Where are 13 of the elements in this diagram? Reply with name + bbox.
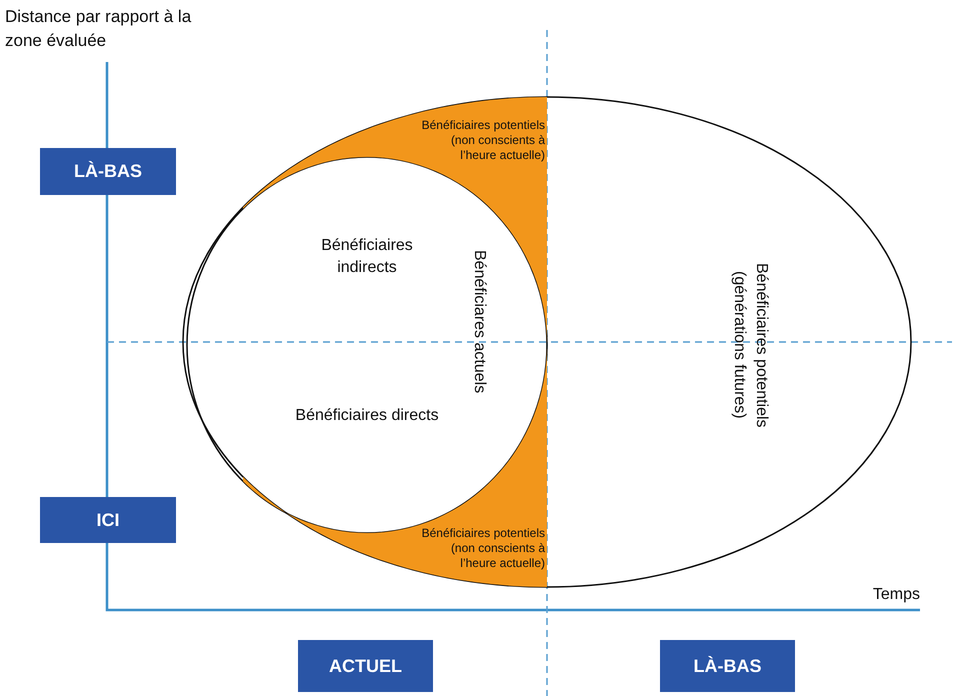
ellipse-region [182,96,912,588]
level-box: LÀ-BAS [40,148,176,195]
region-label: Bénéficiaires potentiels (non conscients à l’heure actuelle) [420,118,545,163]
region-label: Bénéficiaires potentiels (non conscients à l’heure actuelle) [420,526,545,571]
period-box: LÀ-BAS [660,640,795,692]
region-label: Bénéficiaires indirects [320,236,414,278]
axis-label: Temps [872,585,920,605]
region-label: Bénéficiaires directs [294,406,440,426]
period-box: ACTUEL [298,640,433,692]
axis-title: Distance par rapport à la zone évaluée [5,6,192,52]
region-label: Bénéficiares actuels [470,250,488,396]
level-box: ICI [40,497,176,543]
region-label: Bénéficiaires potentiels (générations futures) [730,262,771,430]
